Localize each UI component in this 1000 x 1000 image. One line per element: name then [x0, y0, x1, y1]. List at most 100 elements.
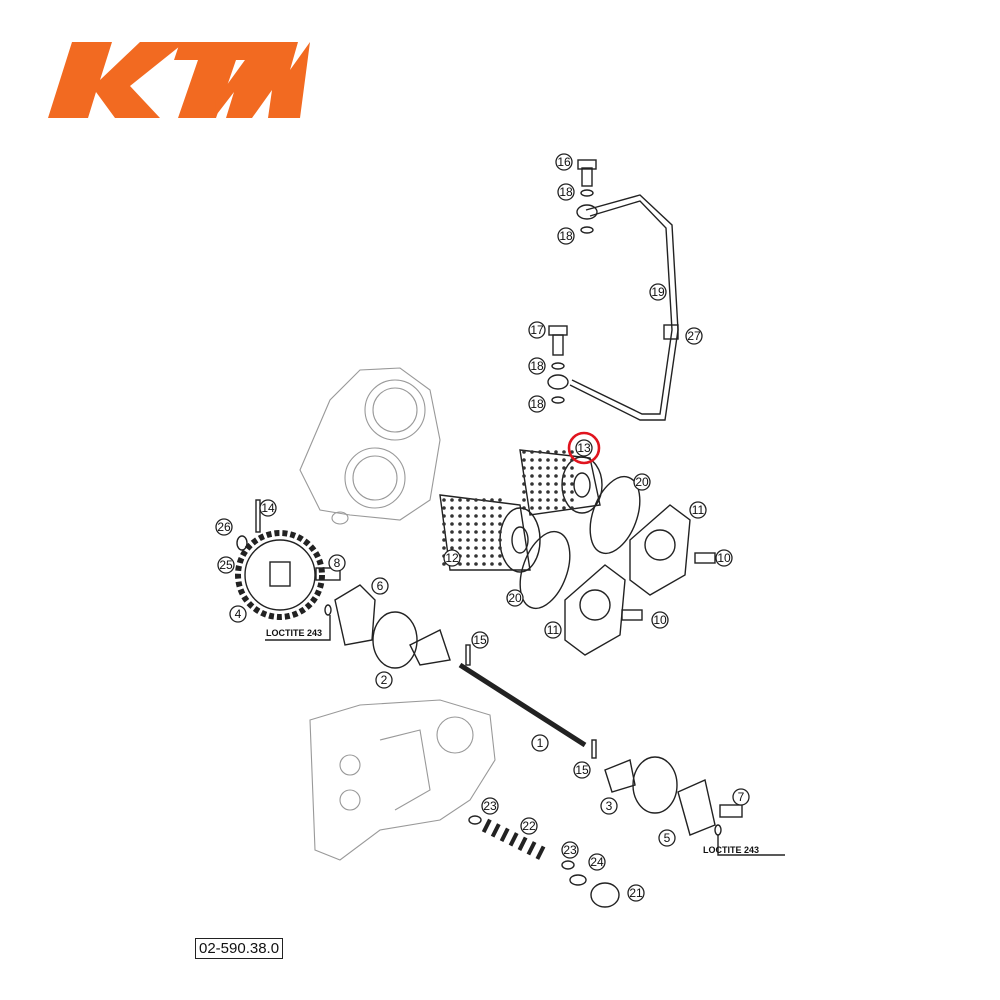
callout-24: 24	[588, 853, 606, 871]
oil-pump-gear	[235, 499, 341, 641]
callout-18: 18	[528, 357, 546, 375]
callout-13: 13	[567, 431, 601, 465]
callout-circle	[328, 554, 346, 572]
callout-number: 10	[717, 551, 731, 565]
callout-15: 15	[573, 761, 591, 779]
engine-case-upper	[299, 367, 441, 525]
callout-number: 17	[530, 323, 544, 337]
callout-number: 11	[547, 623, 560, 637]
engine-case-lower	[309, 699, 496, 861]
callout-27: 27	[685, 327, 703, 345]
callout-16: 16	[555, 153, 573, 171]
callout-6: 6	[371, 577, 389, 595]
callout-circle	[651, 611, 669, 629]
callout-4: 4	[229, 605, 247, 623]
callout-number: 4	[235, 607, 242, 621]
callout-number: 21	[629, 886, 643, 900]
callout-circle	[573, 761, 591, 779]
callout-number: 5	[664, 831, 671, 845]
callout-23: 23	[481, 797, 499, 815]
callout-26: 26	[215, 518, 233, 536]
callout-8: 8	[328, 554, 346, 572]
callout-circle	[649, 283, 667, 301]
ktm-logo	[48, 42, 310, 118]
callout-number: 22	[522, 819, 536, 833]
callout-circle	[528, 395, 546, 413]
callout-number: 19	[651, 285, 665, 299]
callout-number: 18	[530, 359, 544, 373]
callout-circle	[229, 605, 247, 623]
callout-10: 10	[715, 549, 733, 567]
loctite-note: LOCTITE 243	[703, 845, 759, 855]
callout-number: 24	[590, 855, 604, 869]
callout-21: 21	[627, 884, 645, 902]
callout-circle	[561, 841, 579, 859]
callout-circle	[557, 183, 575, 201]
callout-circle	[575, 439, 593, 457]
callout-circle	[600, 797, 618, 815]
part-number-label: 02-590.38.0	[195, 938, 284, 959]
callout-circle	[528, 357, 546, 375]
callout-number: 11	[692, 503, 705, 517]
callout-circle	[217, 556, 235, 574]
callout-18: 18	[557, 183, 575, 201]
loctite-note: LOCTITE 243	[266, 628, 322, 638]
callout-22: 22	[520, 817, 538, 835]
callout-18: 18	[557, 227, 575, 245]
callout-17: 17	[528, 321, 546, 339]
callout-number: 15	[473, 633, 487, 647]
callout-12: 12	[443, 549, 461, 567]
callout-14: 14	[259, 499, 277, 517]
callout-number: 18	[559, 185, 573, 199]
oil-pipe	[547, 159, 679, 421]
callout-circle	[371, 577, 389, 595]
pump-housing-parts	[334, 584, 785, 908]
callout-circle	[588, 853, 606, 871]
callout-circle	[506, 589, 524, 607]
callout-number: 3	[606, 799, 613, 813]
callout-number: 27	[687, 329, 701, 343]
callout-2: 2	[375, 671, 393, 689]
callout-circle	[215, 518, 233, 536]
callout-number: 10	[653, 613, 667, 627]
callout-number: 2	[381, 673, 388, 687]
callout-circle	[555, 153, 573, 171]
callout-circle	[528, 321, 546, 339]
callout-number: 26	[217, 520, 231, 534]
callout-20: 20	[633, 473, 651, 491]
callout-number: 18	[559, 229, 573, 243]
callout-number: 6	[377, 579, 384, 593]
callout-number: 14	[261, 501, 275, 515]
callout-15: 15	[471, 631, 489, 649]
callout-3: 3	[600, 797, 618, 815]
callout-23: 23	[561, 841, 579, 859]
callout-number: 18	[530, 397, 544, 411]
callout-number: 15	[575, 763, 589, 777]
callout-circle	[557, 227, 575, 245]
callout-7: 7	[732, 788, 750, 806]
callout-10: 10	[651, 611, 669, 629]
callout-number: 25	[219, 558, 233, 572]
callout-11: 11	[544, 621, 562, 639]
callout-circle	[375, 671, 393, 689]
callout-number: 13	[577, 441, 591, 455]
oil-filter-13	[519, 449, 603, 516]
filter-covers	[564, 504, 716, 656]
callout-25: 25	[217, 556, 235, 574]
callout-number: 8	[334, 556, 341, 570]
callout-number: 20	[508, 591, 522, 605]
callout-number: 16	[557, 155, 571, 169]
callout-circle	[520, 817, 538, 835]
callout-20: 20	[506, 589, 524, 607]
callouts: 1618181927171818132011101220111014262548…	[215, 153, 750, 902]
callout-circle	[685, 327, 703, 345]
callout-circle	[732, 788, 750, 806]
callout-number: 1	[537, 736, 544, 750]
callout-circle	[471, 631, 489, 649]
callout-circle	[627, 884, 645, 902]
callout-circle	[259, 499, 277, 517]
callout-1: 1	[531, 734, 549, 752]
callout-5: 5	[658, 829, 676, 847]
callout-number: 23	[563, 843, 577, 857]
callout-circle	[633, 473, 651, 491]
